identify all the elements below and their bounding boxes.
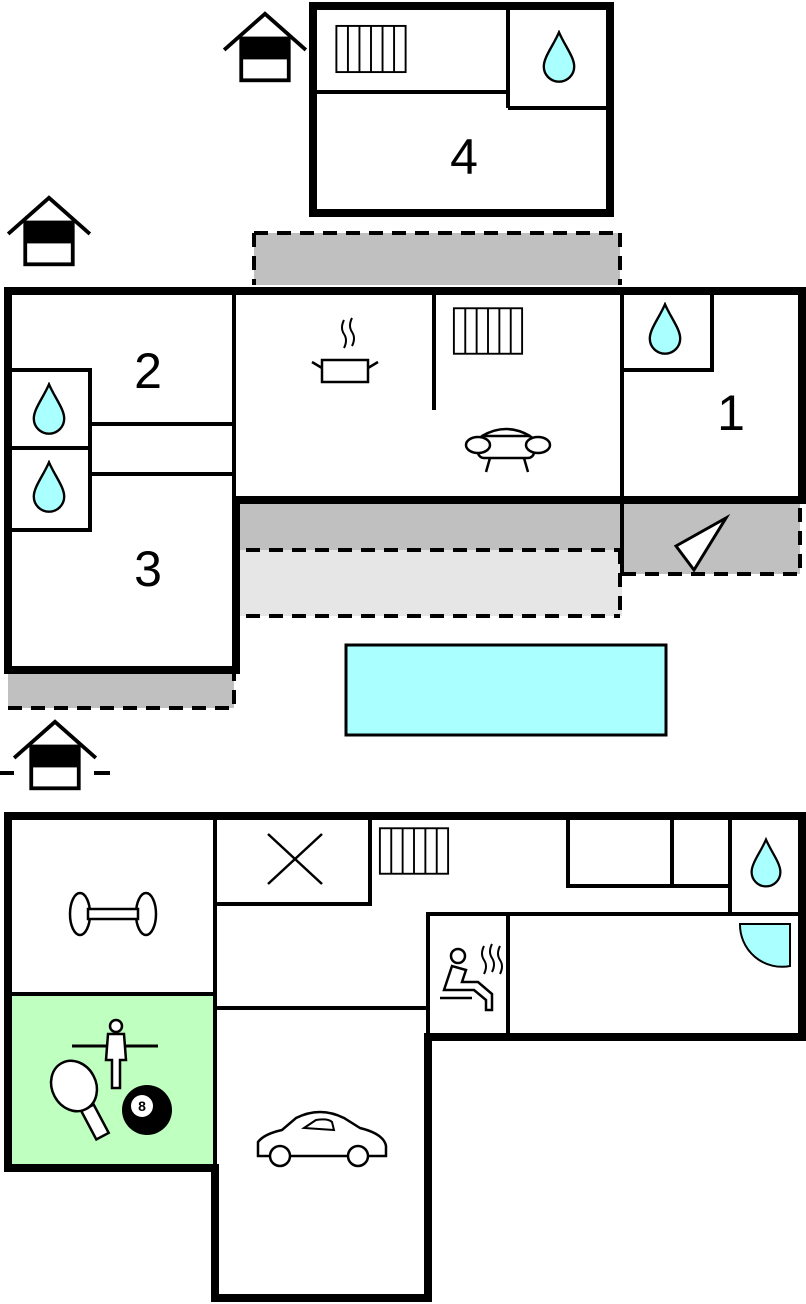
radiator-icon xyxy=(378,827,450,875)
building-4: 4 xyxy=(309,2,614,217)
shaft-icon xyxy=(267,833,323,885)
house-entrance-icon xyxy=(12,719,98,791)
water-drop-icon xyxy=(542,31,576,83)
water-drop-icon xyxy=(32,461,66,513)
billiard-ball-icon: 8 xyxy=(122,1085,172,1135)
entrance-basement xyxy=(0,719,110,791)
radiator-icon xyxy=(335,24,407,74)
shower-icon xyxy=(738,923,791,968)
entrance-left xyxy=(6,195,92,267)
room-1-label: 1 xyxy=(717,385,745,441)
cooking-pot-icon xyxy=(311,317,379,384)
room-3-label: 3 xyxy=(134,541,162,597)
sauna-icon xyxy=(440,943,503,1012)
swimming-pool xyxy=(344,643,668,737)
water-drop-icon xyxy=(750,838,782,888)
basement-outline xyxy=(4,812,806,1302)
sofa-icon xyxy=(464,427,552,473)
billiard-ball-number: 8 xyxy=(138,1098,146,1114)
terrace-middle xyxy=(236,500,622,550)
dumbbell-icon xyxy=(68,891,158,937)
room-2-label: 2 xyxy=(134,343,162,399)
house-entrance-icon xyxy=(6,195,92,267)
water-drop-icon xyxy=(32,383,66,435)
terrace-top xyxy=(254,233,620,285)
compass-icon xyxy=(673,513,731,573)
terrace-left xyxy=(8,672,234,708)
table-tennis-icon xyxy=(49,1059,111,1142)
water-drop-icon xyxy=(648,303,682,355)
terrace-lower xyxy=(236,550,622,616)
room-4-label: 4 xyxy=(450,129,478,185)
entrance-top xyxy=(222,11,308,83)
car-icon xyxy=(256,1110,388,1168)
radiator-icon xyxy=(452,307,524,355)
table-football-icon xyxy=(72,1018,158,1090)
house-entrance-icon xyxy=(222,11,308,83)
